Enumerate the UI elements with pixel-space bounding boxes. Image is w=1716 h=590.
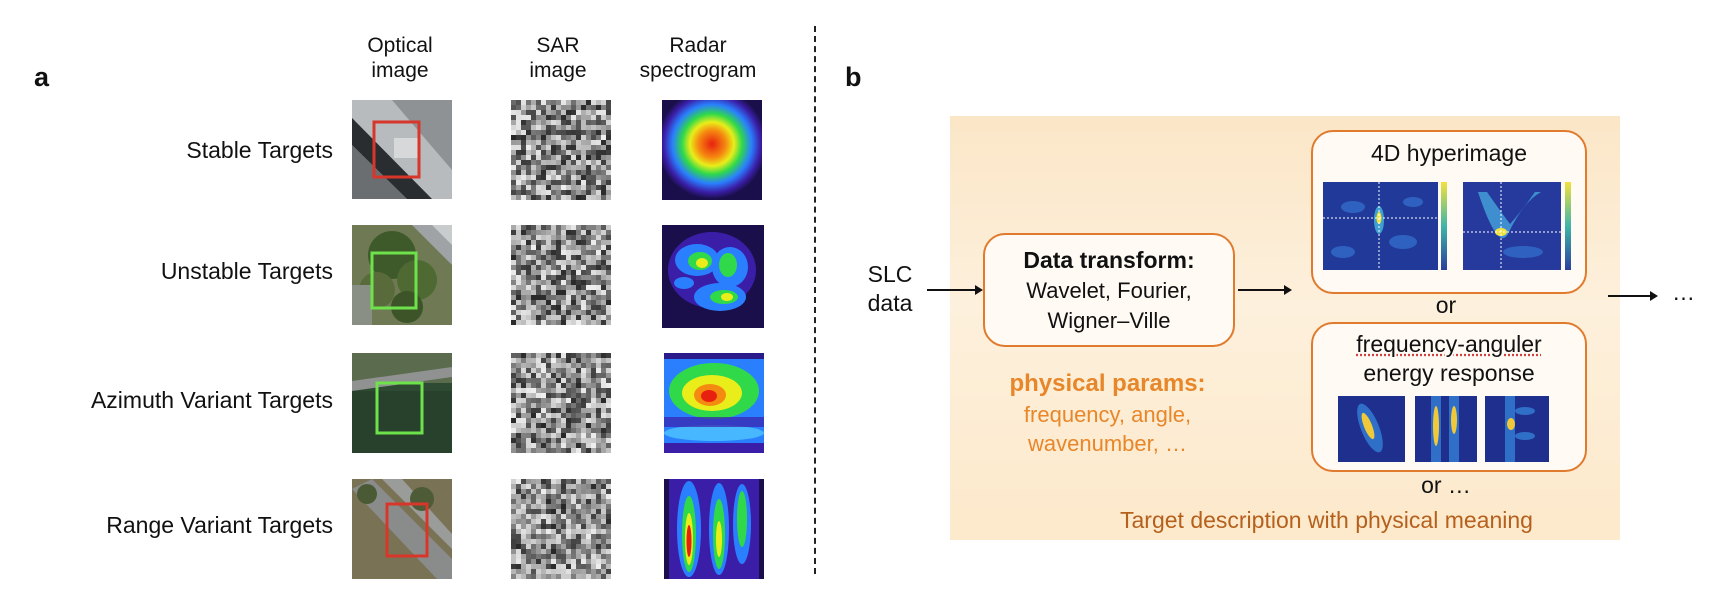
- sar-image-range: [511, 479, 611, 579]
- hyperimage-title: 4D hyperimage: [1371, 140, 1527, 166]
- row-label-azimuth-variant: Azimuth Variant Targets: [90, 387, 333, 413]
- column-header-line: image: [529, 59, 587, 82]
- spectrogram-range: [664, 479, 764, 579]
- optical-image-unstable: [352, 225, 452, 325]
- spectrogram-stable: [662, 100, 762, 200]
- physical-params-line: frequency, angle,: [1023, 402, 1192, 427]
- sar-image-stable: [511, 100, 611, 200]
- energy-response-title: frequency-anguler energy response: [1313, 330, 1585, 388]
- energy-plot-3: [1485, 396, 1549, 462]
- data-transform-line: Wigner–Ville: [1047, 308, 1171, 333]
- panel-a-letter: a: [34, 62, 50, 92]
- hyperimage-colorbar-2: [1565, 182, 1571, 270]
- arrow-transform-to-outputs: [1238, 285, 1292, 295]
- data-transform-line: Wavelet, Fourier,: [1026, 278, 1192, 303]
- hyperimage-plot-2: [1463, 182, 1561, 270]
- optical-image-stable: [352, 100, 452, 199]
- sar-image-unstable: [511, 225, 611, 325]
- optical-image-azimuth: [352, 353, 452, 453]
- energy-response-line: energy response: [1363, 360, 1535, 386]
- energy-response-box: frequency-anguler energy response: [1311, 322, 1587, 472]
- column-header-line: SAR: [536, 34, 580, 57]
- or-label-1: or: [1435, 292, 1457, 318]
- slc-line: SLC: [867, 261, 913, 287]
- slc-line: data: [867, 290, 913, 316]
- energy-plot-2: [1415, 396, 1477, 462]
- column-header-line: Optical: [367, 34, 433, 57]
- spectrogram-azimuth: [664, 353, 764, 453]
- panel-divider: [814, 26, 816, 574]
- data-transform-box: Data transform: Wavelet, Fourier, Wigner…: [983, 233, 1235, 347]
- energy-plot-1: [1338, 396, 1405, 462]
- arrow-to-ellipsis: [1608, 291, 1658, 301]
- sar-image-azimuth: [511, 353, 611, 453]
- physical-params: physical params: frequency, angle, waven…: [975, 370, 1240, 457]
- data-transform-title: Data transform:: [1023, 247, 1195, 273]
- column-header-line: Radar: [669, 34, 727, 57]
- column-header-line: image: [371, 59, 429, 82]
- column-header-line: spectrogram: [639, 59, 757, 82]
- slc-data-label: SLC data: [850, 260, 930, 318]
- hyperimage-box: 4D hyperimage: [1311, 130, 1587, 294]
- row-label-range-variant: Range Variant Targets: [106, 512, 333, 538]
- physical-params-line: wavenumber, …: [1028, 431, 1187, 456]
- pipeline-caption: Target description with physical meaning: [1120, 507, 1533, 533]
- column-header-sar: SAR image: [483, 33, 633, 83]
- hyperimage-colorbar-1: [1441, 182, 1447, 270]
- column-header-spectrogram: Radar spectrogram: [623, 33, 773, 83]
- physical-params-title: physical params:: [1009, 370, 1206, 397]
- spectrogram-unstable: [662, 225, 764, 328]
- optical-image-range: [352, 479, 452, 579]
- panel-b-letter: b: [845, 62, 862, 92]
- row-label-unstable: Unstable Targets: [160, 258, 333, 284]
- continuation-ellipsis: …: [1672, 279, 1695, 305]
- arrow-slc-to-transform: [927, 285, 983, 295]
- column-header-optical: Optical image: [325, 33, 475, 83]
- or-label-2: or …: [1421, 472, 1471, 498]
- row-label-stable: Stable Targets: [186, 137, 333, 163]
- hyperimage-plot-1: [1323, 182, 1438, 270]
- energy-response-line: frequency-anguler: [1356, 331, 1542, 357]
